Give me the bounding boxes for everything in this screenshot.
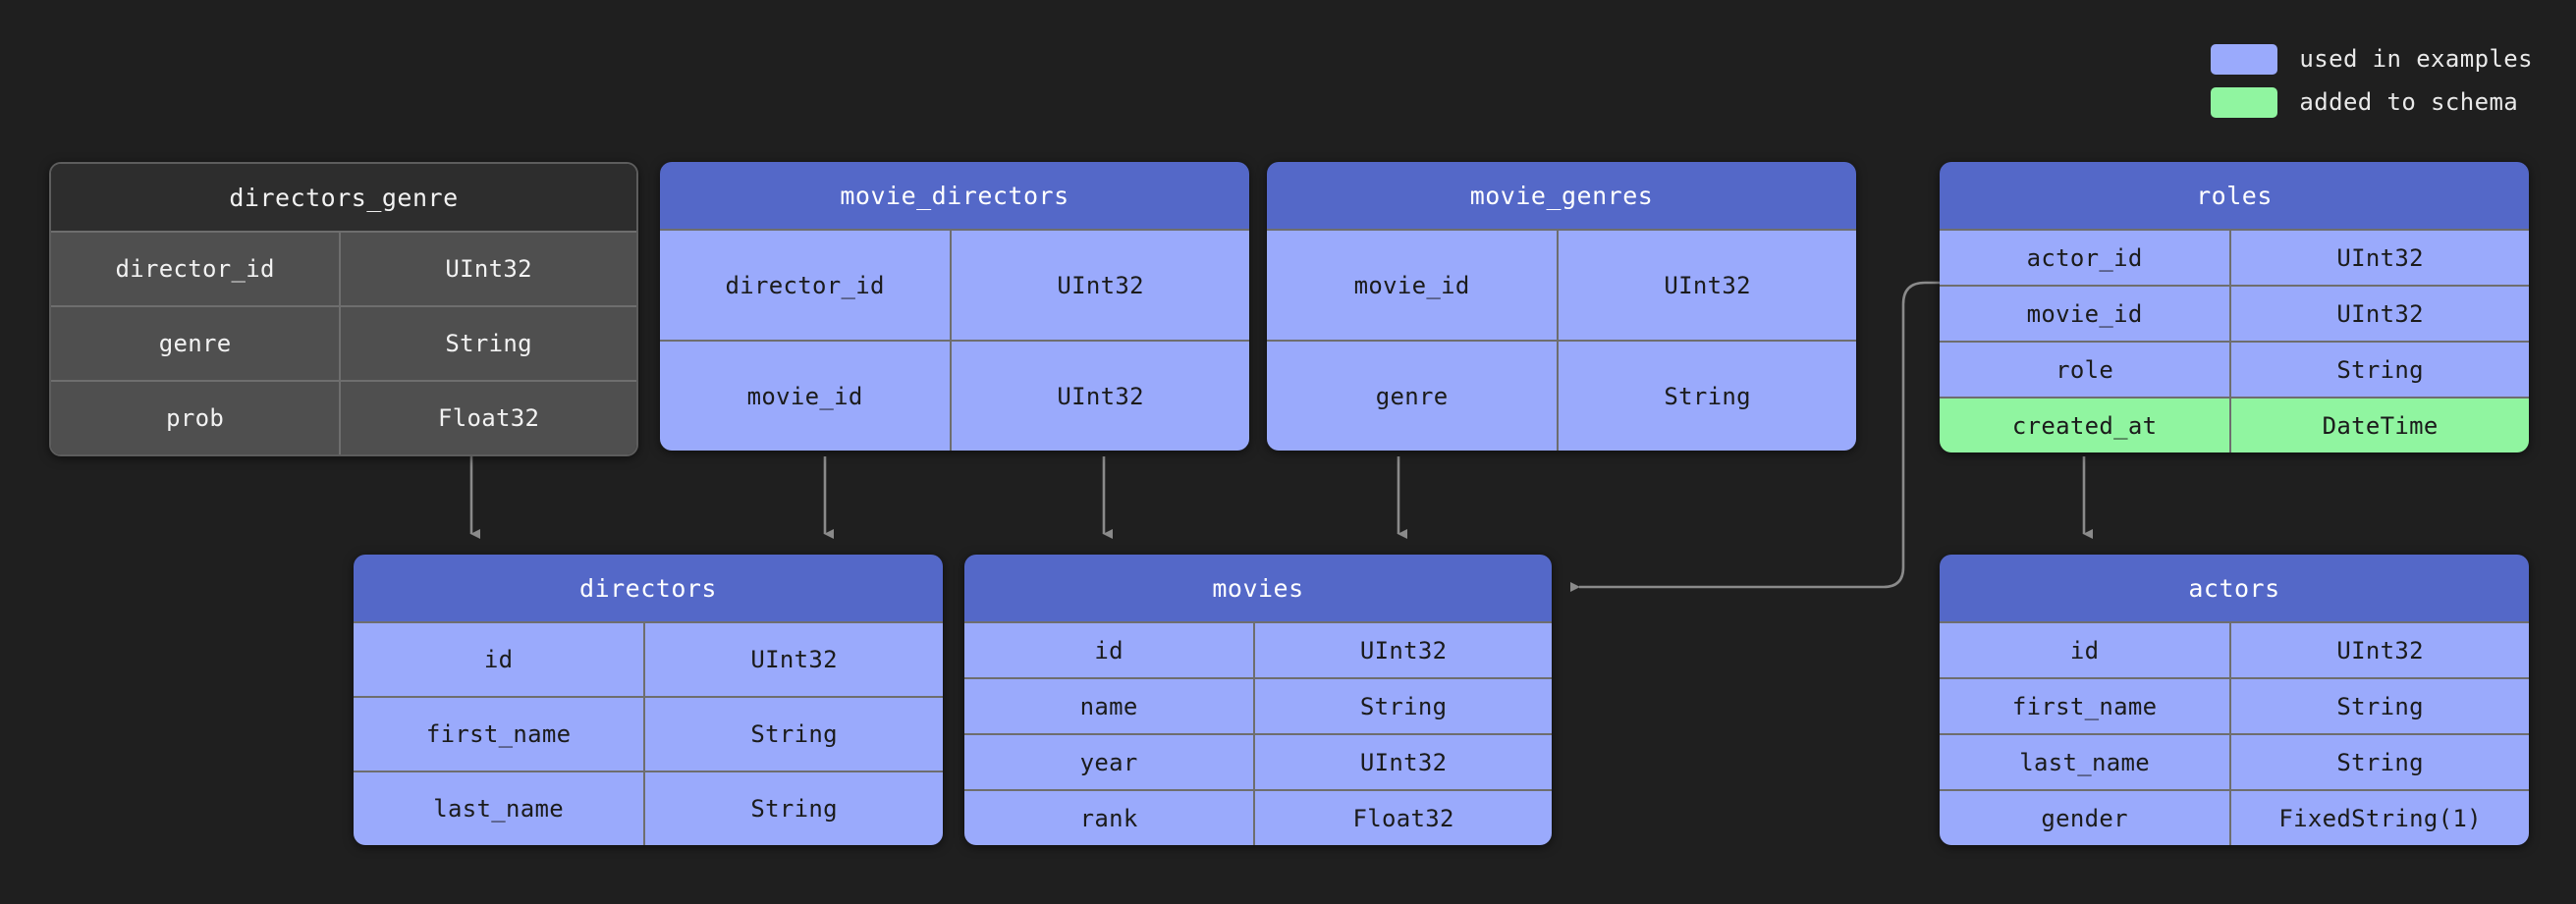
column-name: movie_id <box>1940 285 2230 341</box>
legend-item: used in examples <box>2211 37 2533 80</box>
column-name: movie_id <box>1267 229 1558 340</box>
column-type: Float32 <box>339 380 636 454</box>
column-name: first_name <box>354 696 644 771</box>
column-name: rank <box>964 789 1254 845</box>
column-type: String <box>643 771 943 845</box>
column-name: id <box>964 621 1254 677</box>
table-title-directors_genre: directors_genre <box>51 164 636 231</box>
column-name: actor_id <box>1940 229 2230 285</box>
column-type: String <box>2229 733 2529 789</box>
column-type: String <box>643 696 943 771</box>
column-type: UInt32 <box>2229 621 2529 677</box>
column-type: UInt32 <box>950 340 1249 451</box>
table-title-roles: roles <box>1940 162 2529 229</box>
column-name: id <box>354 621 644 696</box>
column-type: UInt32 <box>2229 285 2529 341</box>
column-type: FixedString(1) <box>2229 789 2529 845</box>
column-type: String <box>1253 677 1552 733</box>
legend-swatch-used-in-examples <box>2211 43 2278 75</box>
column-name: last_name <box>354 771 644 845</box>
column-name: gender <box>1940 789 2230 845</box>
column-type: UInt32 <box>2229 229 2529 285</box>
column-name: prob <box>51 380 340 454</box>
column-name: name <box>964 677 1254 733</box>
column-name: genre <box>1267 340 1558 451</box>
table-title-actors: actors <box>1940 555 2529 621</box>
table-title-movie_genres: movie_genres <box>1267 162 1856 229</box>
table-title-movies: movies <box>964 555 1552 621</box>
legend-swatch-added-to-schema <box>2211 86 2278 118</box>
column-name: created_at <box>1940 397 2230 452</box>
column-type: UInt32 <box>1557 229 1856 340</box>
column-type: DateTime <box>2229 397 2529 452</box>
legend-item: added to schema <box>2211 80 2533 124</box>
column-type: UInt32 <box>643 621 943 696</box>
column-type: String <box>339 305 636 380</box>
column-type: UInt32 <box>1253 621 1552 677</box>
column-name: role <box>1940 341 2230 397</box>
column-type: Float32 <box>1253 789 1552 845</box>
legend: used in examples added to schema <box>2211 37 2533 124</box>
column-type: String <box>1557 340 1856 451</box>
column-name: last_name <box>1940 733 2230 789</box>
column-type: String <box>2229 341 2529 397</box>
legend-label-used-in-examples: used in examples <box>2299 45 2533 73</box>
table-title-directors: directors <box>354 555 943 621</box>
column-name: movie_id <box>660 340 951 451</box>
column-type: String <box>2229 677 2529 733</box>
column-name: director_id <box>51 231 340 305</box>
column-name: id <box>1940 621 2230 677</box>
legend-label-added-to-schema: added to schema <box>2299 88 2519 116</box>
column-name: year <box>964 733 1254 789</box>
column-name: director_id <box>660 229 951 340</box>
column-type: UInt32 <box>339 231 636 305</box>
column-name: genre <box>51 305 340 380</box>
column-type: UInt32 <box>950 229 1249 340</box>
column-type: UInt32 <box>1253 733 1552 789</box>
column-name: first_name <box>1940 677 2230 733</box>
table-title-movie_directors: movie_directors <box>660 162 1249 229</box>
